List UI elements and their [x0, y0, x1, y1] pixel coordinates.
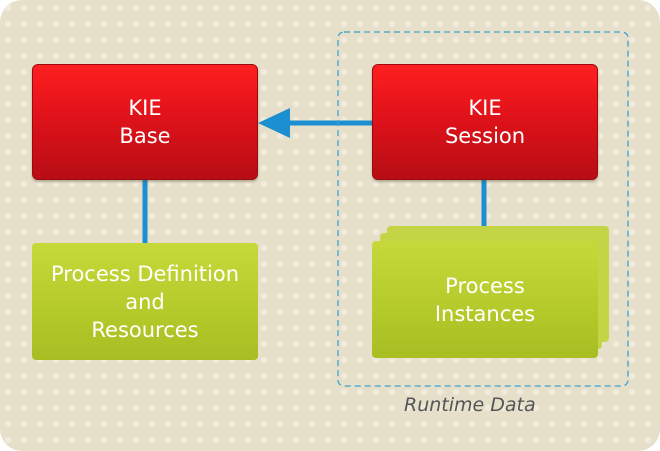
process-instances-node: Process Instances	[372, 241, 598, 358]
kie-base-node: KIE Base	[32, 64, 258, 180]
runtime-data-label: Runtime Data	[404, 394, 536, 416]
arrow-head-icon	[258, 108, 290, 138]
process-definition-node: Process Definition and Resources	[32, 243, 258, 360]
kie-session-node: KIE Session	[372, 64, 598, 180]
